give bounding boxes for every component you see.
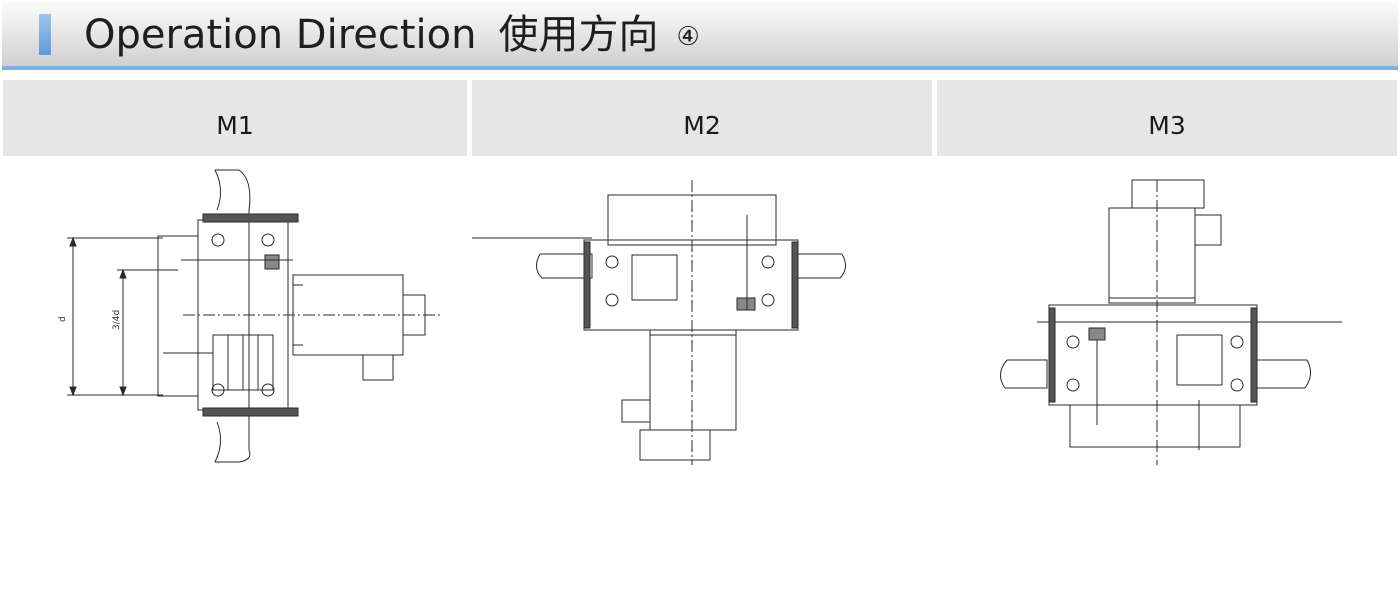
panel-m1-header: M1 xyxy=(3,80,467,156)
m3-drawing xyxy=(937,160,1397,480)
page-header: Operation Direction 使用方向 ④ xyxy=(2,2,1398,70)
m1-dim-34d-label: 3/4d xyxy=(112,310,122,330)
panel-m2-header: M2 xyxy=(472,80,932,156)
panel-m1-label: M1 xyxy=(216,110,254,140)
m1-dim-d-label: d xyxy=(58,316,68,322)
page-title: Operation Direction 使用方向 ④ xyxy=(84,10,700,60)
panel-m2-label: M2 xyxy=(683,110,721,140)
header-accent-bar xyxy=(39,14,51,55)
panel-m3-label: M3 xyxy=(1148,110,1186,140)
page-title-cn: 使用方向 xyxy=(498,12,659,58)
page-title-en: Operation Direction xyxy=(84,12,477,58)
m1-drawing: d 3/4d xyxy=(3,160,467,480)
panel-m3-header: M3 xyxy=(937,80,1397,156)
page-number-mark: ④ xyxy=(676,22,700,52)
m2-drawing xyxy=(472,160,932,480)
